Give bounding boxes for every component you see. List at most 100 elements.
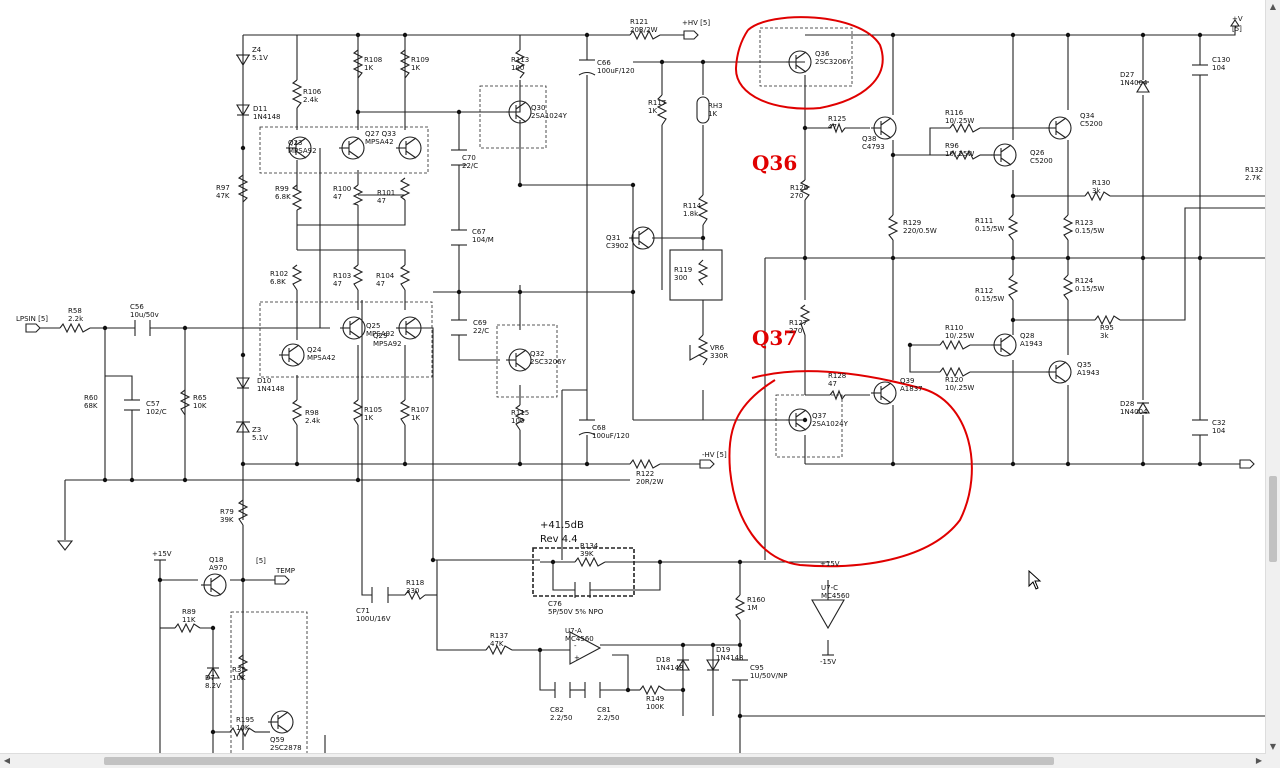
- part-value-r160: 1M: [747, 604, 758, 612]
- part-ref-r127: R127: [789, 319, 807, 327]
- part-value-r65: 10K: [193, 402, 207, 410]
- part-value-c67: 104/M: [472, 236, 494, 244]
- part-value-r99: 6.8K: [275, 193, 291, 201]
- part-value-d10: 1N4148: [257, 385, 285, 393]
- part-ref-d7: D7: [205, 674, 215, 682]
- part-ref-c56: C56: [130, 303, 144, 311]
- part-value-r110: 10/.25W: [945, 332, 974, 340]
- part-ref-u7-c: U7-C: [821, 584, 838, 592]
- part-ref-d19: D19: [716, 646, 730, 654]
- plus-v-ref: [5]: [1232, 25, 1242, 33]
- part-value-z4: 5.1V: [252, 54, 268, 62]
- part-ref-q25: Q25: [366, 322, 380, 330]
- part-ref-r113: R113: [511, 56, 529, 64]
- scroll-down-arrow[interactable]: ▼: [1269, 742, 1277, 751]
- part-value-r58: 2.2k: [68, 315, 84, 323]
- part-ref-c67: C67: [472, 228, 486, 236]
- part-ref-c71: C71: [356, 607, 370, 615]
- part-value-c81: 2.2/50: [597, 714, 619, 722]
- schematic-canvas: -+ Q36 Q37 LPSIN [5] +HV [5] -HV [5] +V: [16, 15, 1266, 755]
- part-ref-r129: R129: [903, 219, 921, 227]
- part-value-q59: 2SC2878: [270, 744, 302, 752]
- part-value-c70: 22/C: [462, 162, 478, 170]
- part-ref-r126: R126: [790, 184, 809, 192]
- part-value-r102: 6.8K: [270, 278, 286, 286]
- part-ref-d11: D11: [253, 105, 267, 113]
- part-ref-q38: Q38: [862, 135, 876, 143]
- part-value-c66: 100uF/120: [597, 67, 635, 75]
- part-value-c32: 104: [1212, 427, 1226, 435]
- part-ref-r123: R123: [1075, 219, 1093, 227]
- part-value-r111: 0.15/5W: [975, 225, 1004, 233]
- minus-hv-label: -HV [5]: [702, 451, 727, 459]
- part-ref-r109: R109: [411, 56, 429, 64]
- part-ref-c32: C32: [1212, 419, 1226, 427]
- q36-circle: [734, 16, 884, 110]
- part-value-r109: 1K: [411, 64, 420, 72]
- scroll-right-arrow[interactable]: ▶: [1255, 756, 1263, 765]
- part-ref-r111: R111: [975, 217, 993, 225]
- part-value-q23: MPSA92: [288, 147, 317, 155]
- transistors: [200, 50, 1072, 734]
- part-ref-r105: R105: [364, 406, 382, 414]
- part-ref-c57: C57: [146, 400, 160, 408]
- part-ref-r99: R99: [275, 185, 289, 193]
- part-value-r79: 39K: [220, 516, 234, 524]
- part-value-r104: 47: [376, 280, 385, 288]
- part-value-q25: MPSA92: [366, 330, 395, 338]
- part-ref-q32: Q32: [530, 350, 544, 358]
- scroll-left-arrow[interactable]: ◀: [3, 756, 11, 765]
- horizontal-scrollbar[interactable]: ◀ ▶: [0, 753, 1266, 768]
- part-ref-r149: R149: [646, 695, 664, 703]
- part-ref-q28: Q28: [1020, 332, 1034, 340]
- part-value-r125: 47: [828, 123, 837, 131]
- part-value-r122: 20R/2W: [636, 478, 664, 486]
- vertical-scrollbar[interactable]: ▲ ▼: [1265, 0, 1280, 754]
- part-ref-r130: R130: [1092, 179, 1110, 187]
- capacitors: [124, 59, 1208, 698]
- input-label: LPSIN [5]: [16, 315, 48, 323]
- part-value-r120: 10/.25W: [945, 384, 974, 392]
- part-value-r105: 1K: [364, 414, 373, 422]
- part-value-c82: 2.2/50: [550, 714, 572, 722]
- part-ref-q36: Q36: [815, 50, 830, 58]
- part-ref-r101: R101: [377, 189, 395, 197]
- part-ref-d10: D10: [257, 377, 271, 385]
- part-ref-r108: R108: [364, 56, 382, 64]
- module-boxes: [230, 27, 853, 755]
- part-ref-r65: R65: [193, 394, 207, 402]
- part-value-r116: 10/.25W: [945, 117, 974, 125]
- part-ref-r112: R112: [975, 287, 993, 295]
- part-ref-q39: Q39: [900, 377, 914, 385]
- part-ref-q37: Q37: [812, 412, 826, 420]
- part-ref-q30: Q30: [531, 104, 545, 112]
- part-ref-r58: R58: [68, 307, 82, 315]
- part-ref-r120: R120: [945, 376, 963, 384]
- part-ref-r102: R102: [270, 270, 288, 278]
- part-ref-q26: Q26: [1030, 149, 1045, 157]
- part-value-r124: 0.15/5W: [1075, 285, 1104, 293]
- resistors: [59, 29, 1121, 738]
- part-ref-q27-q33: Q27 Q33: [365, 130, 396, 138]
- part-value-r114: 1.8k: [683, 210, 699, 218]
- part-ref-r79: R79: [220, 508, 234, 516]
- part-value-q26: C5200: [1030, 157, 1053, 165]
- part-ref-r110: R110: [945, 324, 963, 332]
- part-value-r118: 330: [406, 587, 419, 595]
- part-ref-r118: R118: [406, 579, 424, 587]
- q36-annotation: Q36: [752, 151, 797, 175]
- plus-15-label: +15V: [152, 550, 172, 558]
- gain-label: +41.5dB: [540, 520, 584, 531]
- part-value-r195: 10K: [236, 724, 250, 732]
- scroll-up-arrow[interactable]: ▲: [1269, 2, 1277, 11]
- part-value-d28: 1N4004: [1120, 408, 1148, 416]
- part-ref-r124: R124: [1075, 277, 1094, 285]
- part-ref-r115: R115: [511, 409, 529, 417]
- svg-text:-: -: [574, 642, 577, 650]
- svg-text:+: +: [574, 654, 580, 662]
- part-value-d18: 1N4148: [656, 664, 684, 672]
- part-value-u7-c: MC4560: [821, 592, 850, 600]
- vertical-scroll-thumb[interactable]: [1269, 476, 1277, 562]
- horizontal-scroll-thumb[interactable]: [104, 757, 1054, 765]
- part-value-r60: 68K: [84, 402, 98, 410]
